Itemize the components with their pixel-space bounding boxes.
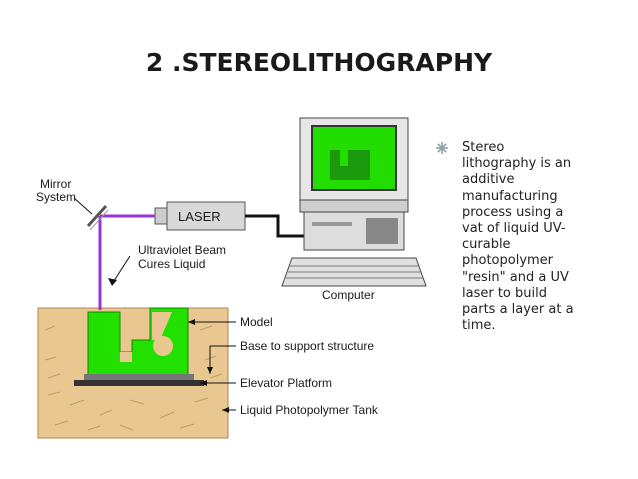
mirror-label: Mirror (40, 177, 71, 191)
bullet-text: Stereo lithography is an additive manufa… (462, 140, 574, 334)
laser-cable (245, 214, 306, 238)
model-label: Model (240, 315, 273, 329)
beam-label-2: Cures Liquid (138, 257, 205, 271)
computer-label: Computer (322, 288, 375, 302)
platform-label: Elevator Platform (240, 376, 332, 390)
model-part (87, 307, 189, 377)
asterisk-bullet-icon (436, 142, 448, 154)
beam-label: Ultraviolet Beam (138, 243, 226, 257)
mirror-icon (86, 204, 109, 231)
uv-beam (98, 214, 155, 310)
elevator-platform (74, 380, 204, 386)
tank-label: Liquid Photopolymer Tank (240, 403, 379, 417)
laser-label: LASER (178, 209, 221, 224)
laser-unit (154, 201, 246, 231)
base-label: Base to support structure (240, 339, 374, 353)
slide-title: 2 .STEREOLITHOGRAPHY (145, 48, 493, 77)
mirror-label-2: System (36, 190, 76, 204)
support-base (84, 374, 194, 380)
computer-icon (281, 117, 427, 287)
